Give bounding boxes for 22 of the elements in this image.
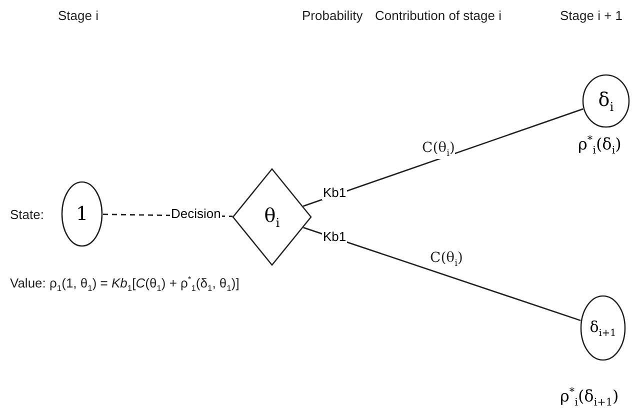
value-formula: ρ$^{*}$$_{i}$(δ$_{i}$) (578, 134, 622, 157)
edge-label: Kb1 (322, 229, 348, 244)
cost-label: C(θ$_{i}$) (422, 140, 455, 159)
column-heading: Contribution of stage i (375, 8, 502, 23)
node-symbol: δ$_{i}$ (598, 88, 614, 114)
edge-label: Decision (170, 206, 222, 221)
chance-diamond (232, 168, 312, 266)
node-symbol: θ$_{i}$ (264, 204, 280, 230)
column-heading: Stage i + 1 (560, 8, 623, 23)
edge-label: Kb1 (322, 185, 348, 200)
state-circle (582, 74, 630, 128)
node-symbol: δ$_{i+1}$ (590, 318, 616, 338)
node-symbol: 1 (76, 203, 88, 225)
value-formula: ρ$^{*}$$_{i}$(δ$_{i+1}$) (560, 386, 619, 409)
cost-label: C(θ$_{i}$) (430, 250, 463, 269)
column-heading: Stage i (58, 8, 98, 23)
value-formula: Value: ρ$_{1}$(1, θ$_{1}$) = Kb$_{1}$[C(θ$_{1}$) + ρ$^{*}$$_{1}$(δ$_{1}$, θ$_{1}$)] (10, 274, 240, 293)
branch-line (303, 226, 581, 322)
row-label: State: (10, 207, 44, 222)
state-circle (580, 295, 626, 361)
state-circle (61, 181, 103, 247)
column-heading: Probability (302, 8, 363, 23)
